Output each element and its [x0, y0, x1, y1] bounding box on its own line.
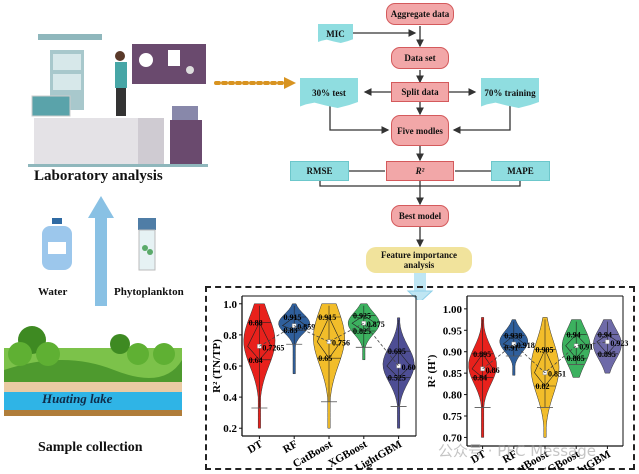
q1-label: 0.82 [535, 382, 549, 391]
phytoplankton-sampler-icon [134, 218, 160, 274]
q1-label: 0.525 [388, 374, 406, 383]
mean-marker [326, 339, 332, 344]
y-tick-label: 0.8 [223, 330, 237, 342]
q3-label: 0.915 [283, 313, 301, 322]
y-tick-label: 0.75 [443, 411, 463, 423]
y-tick-label: 0.6 [223, 361, 237, 373]
q3-label: 0.905 [535, 346, 553, 355]
dotted-arrow [214, 76, 296, 90]
upward-arrow-icon [88, 196, 114, 306]
r-squared-node: R² [386, 161, 454, 181]
watermark: 公众号 · PFC Message [438, 442, 596, 460]
x-tick-label: CatBoost [291, 438, 335, 470]
q3-label: 0.94 [598, 331, 612, 340]
q3-label: 0.938 [504, 331, 522, 340]
y-axis-label: R² (TN/TP) [211, 339, 223, 393]
lake-landscape: Huating lake [4, 320, 182, 416]
q1-label: 0.885 [567, 354, 585, 363]
data-set-node: Data set [391, 47, 449, 69]
mean-label: 0.7265 [262, 343, 284, 352]
mean-label: 0.60 [402, 363, 416, 372]
y-tick-label: 0.70 [443, 432, 463, 444]
q1-label: 0.64 [249, 356, 263, 365]
y-tick-label: 0.80 [443, 390, 463, 402]
mean-label: 0.86 [486, 366, 500, 375]
r-squared-label: R² [415, 166, 425, 176]
mean-marker [257, 344, 262, 349]
mean-trend-line [482, 341, 608, 374]
mean-marker [511, 341, 517, 347]
violin-chart-tn-tp: 0.2 0.4 0.6 0.8 1.0 R² (TN/TP) 0.88 0.7265 0.64D… [211, 295, 417, 470]
feature-importance-node: Feature importance analysis [366, 247, 472, 273]
mean-label: 0.851 [548, 370, 566, 379]
x-tick-label: RF [281, 438, 300, 456]
landscape-icon [4, 326, 182, 416]
q1-label: 0.65 [318, 354, 332, 363]
x-tick-label: DT [246, 438, 266, 456]
q3-label: 0.88 [249, 318, 263, 327]
test-set-node: 30% test [300, 78, 358, 108]
q1-label: 0.91 [504, 343, 518, 352]
mean-label: 0.914 [579, 343, 597, 352]
lab-scene-icon [28, 34, 208, 167]
mean-label: 0.875 [367, 320, 385, 329]
violin-chart-h-prime: 0.70 0.75 0.80 0.85 0.90 0.95 1.00 R² (H') 0.895… [426, 295, 628, 470]
y-tick-label: 0.85 [443, 368, 463, 380]
q1-label: 0.895 [598, 350, 616, 359]
q1-label: 0.84 [473, 373, 487, 382]
water-bottle-icon [40, 218, 74, 272]
sample-collection-label: Sample collection [38, 440, 143, 455]
y-axis-label: R² (H') [426, 354, 438, 387]
phytoplankton-label: Phytoplankton [114, 286, 184, 298]
y-tick-label: 0.90 [443, 347, 463, 359]
mean-marker [396, 363, 401, 369]
water-label: Water [38, 286, 68, 298]
mean-label: 0.859 [297, 323, 315, 332]
y-tick-label: 1.0 [223, 299, 237, 311]
mean-marker [605, 339, 610, 345]
laboratory-analysis-label: Laboratory analysis [34, 168, 163, 184]
mean-trend-line [259, 322, 399, 367]
y-tick-label: 0.95 [443, 325, 463, 337]
huating-lake-label: Huating lake [42, 391, 113, 406]
q1-label: 0.83 [283, 326, 297, 335]
charts-dashed-frame [205, 286, 635, 470]
best-model-node: Best model [391, 205, 449, 227]
flowchart-connectors [319, 26, 521, 300]
y-tick-label: 0.2 [223, 423, 237, 435]
training-set-node: 70% training [481, 78, 539, 108]
q3-label: 0.915 [318, 313, 336, 322]
mape-node: MAPE [491, 161, 550, 181]
mean-label: 0.756 [332, 339, 350, 348]
q3-label: 0.94 [567, 331, 581, 340]
aggregate-data-node: Aggregate data [386, 3, 454, 25]
five-models-node: Five modles [391, 115, 449, 146]
laboratory-illustration [28, 30, 208, 170]
mean-marker [361, 320, 367, 326]
y-tick-label: 1.00 [443, 304, 463, 316]
mean-label: 0.918 [517, 341, 535, 350]
split-data-node: Split data [391, 82, 449, 102]
q3-label: 0.895 [473, 350, 491, 359]
q3-label: 0.695 [388, 347, 406, 356]
mean-label: 0.923 [610, 339, 628, 348]
mic-node: MIC [318, 24, 353, 43]
q3-label: 0.925 [353, 311, 371, 320]
y-tick-label: 0.4 [223, 392, 237, 404]
q1-label: 0.825 [353, 327, 371, 336]
rmse-node: RMSE [290, 161, 349, 181]
